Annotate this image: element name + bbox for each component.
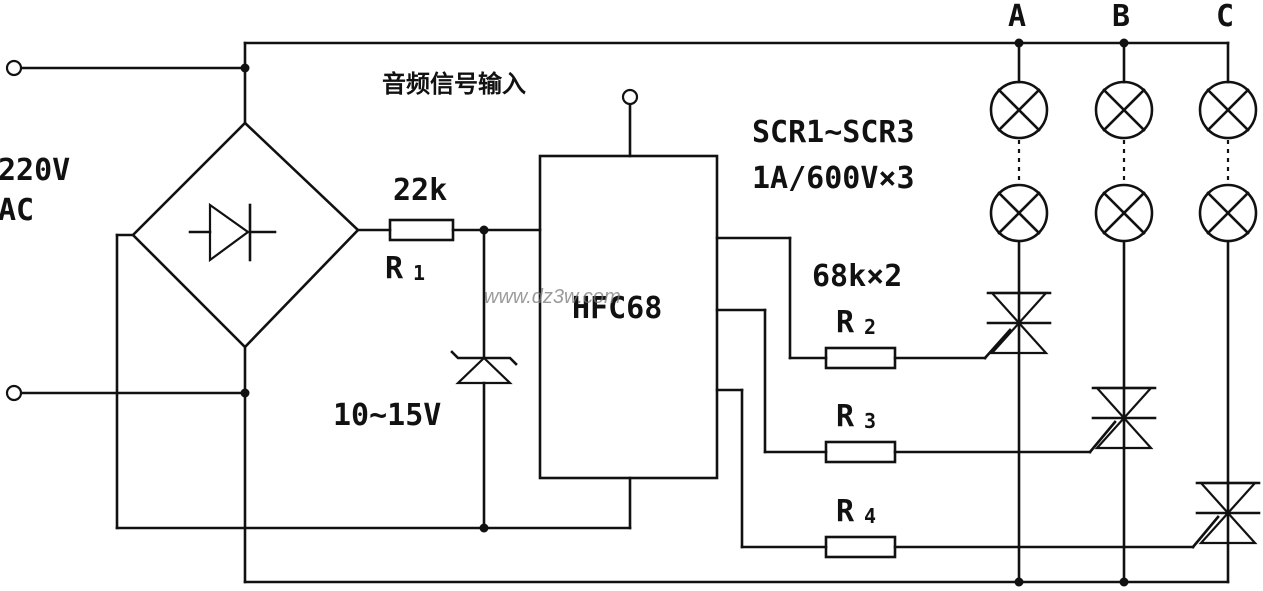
lamp-b-top-icon: [1094, 80, 1154, 140]
ic-hfc68: [538, 154, 719, 480]
label-scr-range: SCR1~SCR3: [752, 115, 915, 150]
label-zener-voltage: 10~15V: [333, 398, 441, 433]
label-r4-sub: 4: [864, 504, 876, 528]
zener-diode: [450, 350, 518, 385]
label-r1-sub: 1: [413, 261, 425, 285]
scr-b: [1091, 386, 1157, 450]
label-r3-sub: 3: [864, 409, 876, 433]
label-scr-rating: 1A/600V×3: [752, 161, 915, 196]
resistor-r1: [388, 218, 455, 242]
label-channel-b: B: [1112, 0, 1130, 34]
scr-a: [986, 291, 1052, 355]
label-channel-c: C: [1216, 0, 1234, 34]
label-r4-name: R: [836, 494, 855, 529]
label-r2-sub: 2: [864, 315, 876, 339]
label-r1-value: 22k: [393, 173, 447, 208]
label-supply-type: AC: [0, 193, 34, 228]
lamps: [989, 80, 1258, 243]
ac-terminal-top: [5, 59, 23, 77]
label-r2-name: R: [836, 305, 855, 340]
label-channel-a: A: [1008, 0, 1026, 34]
wires: [20, 41, 1230, 584]
scr-c: [1195, 481, 1261, 545]
label-supply-voltage: 220V: [0, 153, 70, 188]
audio-input-terminal: [621, 88, 639, 106]
resistor-r3: [824, 440, 897, 464]
label-audio-input: 音频信号输入: [382, 70, 526, 98]
label-ic-name: HFC68: [572, 291, 662, 326]
lamp-a-top-icon: [989, 80, 1049, 140]
input-terminals: [5, 59, 639, 402]
bridge-rectifier: [131, 121, 360, 349]
lamp-c-bottom-icon: [1198, 183, 1258, 243]
watermark: www.dz3w.com: [484, 286, 621, 308]
label-r1-name: R: [385, 251, 404, 286]
junction-dots: [240, 38, 1129, 587]
lamp-b-bottom-icon: [1094, 183, 1154, 243]
ac-terminal-bottom: [5, 384, 23, 402]
lamp-c-top-icon: [1198, 80, 1258, 140]
lamp-a-bottom-icon: [989, 183, 1049, 243]
label-r3-name: R: [836, 399, 855, 434]
resistor-r4: [824, 535, 897, 559]
label-r2-r3-value: 68k×2: [812, 259, 902, 294]
resistor-r2: [824, 346, 897, 370]
